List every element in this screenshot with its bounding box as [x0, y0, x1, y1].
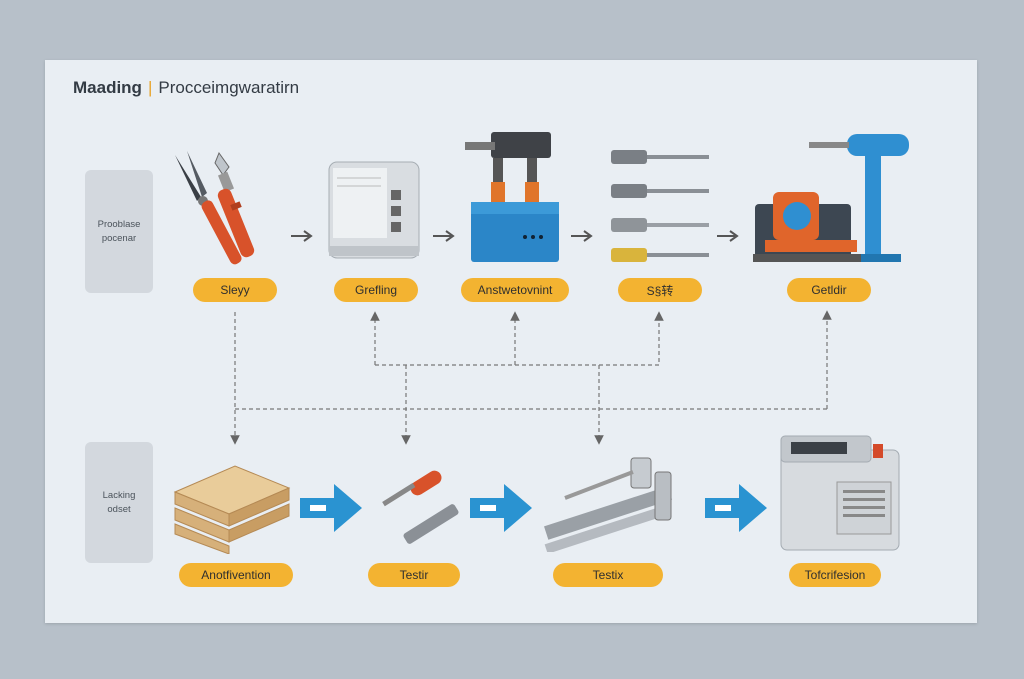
flow-arrow-3 — [571, 230, 593, 242]
screwdriver-icon — [382, 470, 459, 544]
flow-arrow-2 — [433, 230, 455, 242]
step-label-2: Grefling — [334, 278, 418, 302]
drill-bits-icon — [611, 150, 709, 262]
title-sub: Procceimgwaratirn — [158, 78, 300, 97]
side-top-line2: pocenar — [101, 232, 137, 244]
step-label-7: Testir — [368, 563, 460, 587]
press-machine-icon — [465, 132, 559, 262]
wooden-pallet-icon — [173, 465, 291, 554]
industrial-unit-icon — [780, 435, 900, 551]
flow-arrow-7 — [705, 484, 767, 532]
step-label-9: Tofcrifesion — [789, 563, 881, 587]
connector-lines — [230, 310, 832, 445]
side-bottom-line1: Lacking — [102, 489, 136, 501]
side-bottom-line2: odset — [107, 503, 131, 515]
step-label-3: Anstwetovnint — [461, 278, 569, 302]
pliers-screwdriver-icon — [175, 151, 255, 265]
step-label-5: Getldir — [787, 278, 871, 302]
title-separator: | — [147, 78, 153, 97]
title-main: Maading — [73, 78, 142, 97]
flow-arrow-4 — [717, 230, 739, 242]
machine-cabinet-icon — [328, 161, 420, 259]
flow-arrow-6 — [470, 484, 532, 532]
flow-arrow-1 — [291, 230, 313, 242]
step-label-4: S§转 — [618, 278, 702, 302]
side-label-bottom: Lacking odset — [85, 442, 153, 563]
side-label-top: Prooblase pocenar — [85, 170, 153, 293]
diagram-panel: Maading | Procceimgwaratirn Prooblase pocen… — [45, 60, 977, 623]
drill-press-icon — [753, 134, 909, 262]
bar-clamp-icon — [544, 457, 672, 552]
step-label-6: Anotfivention — [179, 563, 293, 587]
step-label-8: Testix — [553, 563, 663, 587]
side-top-line1: Prooblase — [97, 218, 141, 230]
step-label-1: Sleyy — [193, 278, 277, 302]
diagram-title: Maading | Procceimgwaratirn — [73, 78, 299, 98]
flow-arrow-5 — [300, 484, 362, 532]
